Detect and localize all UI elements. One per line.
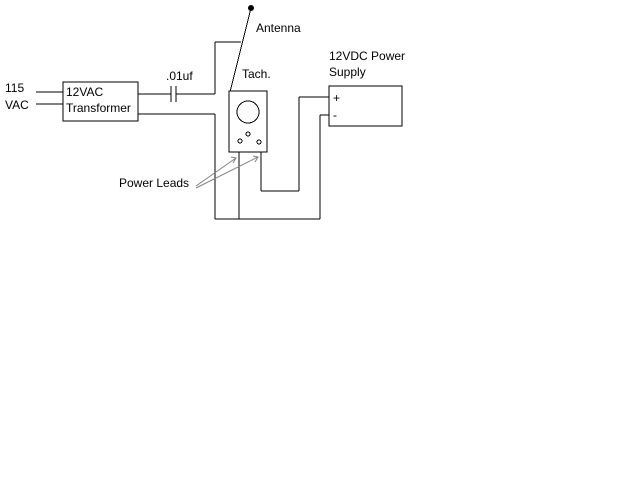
supply-negative-wire <box>319 114 329 219</box>
supply-label-2: Supply <box>329 65 366 79</box>
tach-label: Tach. <box>242 67 271 81</box>
capacitor-branch-wire <box>138 41 241 95</box>
antenna-label: Antenna <box>256 21 301 35</box>
capacitor-label: .01uf <box>166 69 193 83</box>
antenna-wire <box>229 7 252 93</box>
power-leads-label: Power Leads <box>119 176 189 190</box>
ac-input-leads <box>36 91 63 105</box>
tach-knob-right <box>256 139 262 145</box>
tach-knob-left <box>237 138 243 144</box>
power-supply-box <box>328 85 403 127</box>
power-leads-arrow-left <box>195 156 237 187</box>
transformer-box <box>62 81 139 122</box>
supply-label-1: 12VDC Power <box>329 49 405 63</box>
tach-dial <box>236 100 260 124</box>
tach-power-lead-wires <box>238 96 329 219</box>
tach-knob-center <box>245 131 251 137</box>
antenna-tip <box>248 5 254 11</box>
input-voltage-label-2: VAC <box>5 98 29 112</box>
capacitor-symbol <box>170 86 177 102</box>
transformer-label-1: 12VAC <box>66 85 103 99</box>
power-leads-arrow-right <box>195 155 259 189</box>
input-voltage-label-1: 115 <box>5 81 24 95</box>
transformer-return-wire <box>138 113 320 220</box>
supply-negative-label: - <box>333 108 337 122</box>
transformer-label-2: Transformer <box>66 101 131 115</box>
supply-positive-label: + <box>333 91 340 105</box>
